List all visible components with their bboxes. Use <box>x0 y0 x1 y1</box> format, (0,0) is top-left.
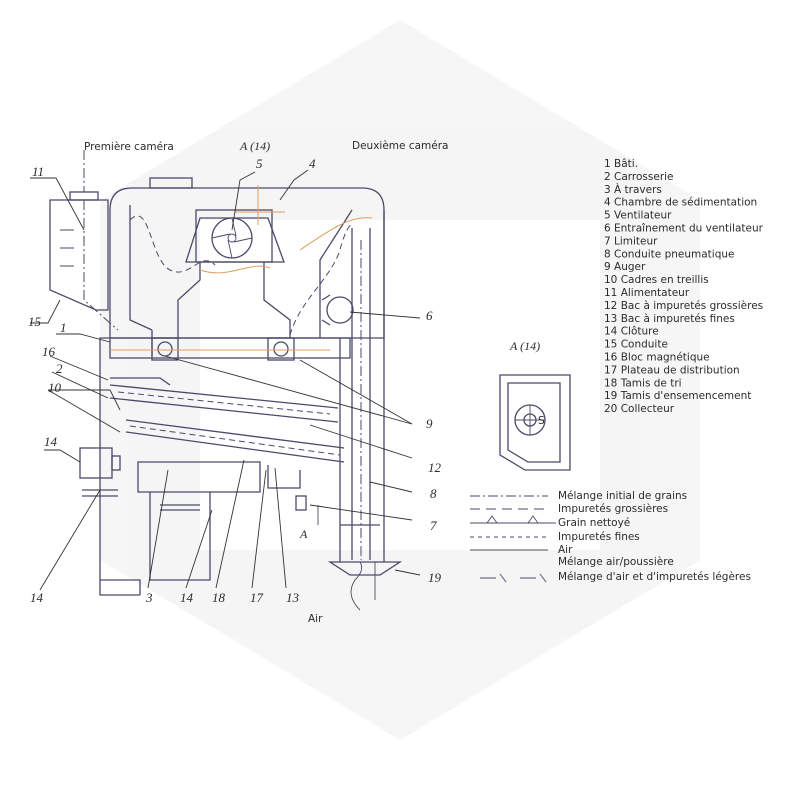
callout-20: 19 <box>428 570 442 585</box>
callout-9: 9 <box>426 416 433 431</box>
component-list-item: 18 Tamis de tri <box>604 377 682 389</box>
callout-6: 6 <box>426 308 433 323</box>
callout-13: 13 <box>286 590 300 605</box>
component-list-item: 8 Conduite pneumatique <box>604 248 735 260</box>
machine-frame <box>49 150 403 611</box>
leader-lines <box>30 169 421 591</box>
legend-swatch-triangle-marks <box>486 515 539 524</box>
component-list-item: 20 Collecteur <box>604 403 675 415</box>
component-list-item: 1 Bâti. <box>604 158 638 170</box>
legend-label: Mélange initial de grains <box>558 490 687 502</box>
component-list-item: 11 Alimentateur <box>604 287 690 299</box>
callout-4: 4 <box>309 156 316 171</box>
legend-label: Impuretés fines <box>558 531 640 543</box>
component-list-item: 15 Conduite <box>604 339 668 351</box>
callout-1: 1 <box>60 320 67 335</box>
component-list-item: 16 Bloc magnétique <box>604 352 710 364</box>
component-list-item: 14 Clôture <box>604 326 659 338</box>
component-list-item: 13 Bac à impuretés fines <box>604 313 735 325</box>
legend-label: Air <box>558 544 573 556</box>
callout-14-right: 14 <box>180 590 194 605</box>
component-list-item: 19 Tamis d'ensemencement <box>604 390 751 402</box>
callout-10: 10 <box>48 380 62 395</box>
component-list-item: 6 Entraînement du ventilateur <box>604 223 764 235</box>
second-chamber-caption: Deuxième caméra <box>352 140 448 152</box>
component-list-item: 5 Ventilateur <box>604 210 672 222</box>
callout-11: 11 <box>32 164 44 179</box>
callout-19: 18 <box>212 590 226 605</box>
svg-text:S: S <box>538 415 545 427</box>
detail-view-a: S <box>499 374 571 471</box>
legend-swatch-slashes <box>480 573 547 583</box>
callout-numbers: 11 5 4 6 15 1 16 2 10 14 9 12 8 7 19 14 … <box>28 156 442 605</box>
callout-12: 12 <box>428 460 442 475</box>
callout-7: 7 <box>430 518 437 533</box>
callout-18: 17 <box>250 590 264 605</box>
legend-label: Mélange d'air et d'impuretés légères <box>558 571 751 583</box>
background-watermark <box>100 20 700 740</box>
component-list-item: 9 Auger <box>604 261 646 273</box>
component-list-item: 10 Cadres en treillis <box>604 274 709 286</box>
legend-label: Mélange air/poussière <box>558 556 674 568</box>
arrow-a-caption: A <box>299 527 308 541</box>
callout-2: 2 <box>56 361 63 376</box>
callout-3: 3 <box>145 590 153 605</box>
callout-15: 14 <box>44 434 58 449</box>
component-list-item: 3 À travers <box>604 183 662 196</box>
view-a-top-caption: A (14) <box>239 139 270 153</box>
callout-16: 15 <box>28 314 42 329</box>
legend-label: Impuretés grossières <box>558 503 668 515</box>
callout-17: 16 <box>42 344 56 359</box>
view-a-detail-caption: A (14) <box>509 339 540 353</box>
component-list-item: 7 Limiteur <box>604 235 658 247</box>
component-list-item: 17 Plateau de distribution <box>604 364 740 376</box>
callout-5: 5 <box>256 156 263 171</box>
legend-label: Grain nettoyé <box>558 517 630 529</box>
component-list-item: 2 Carrosserie <box>604 171 674 183</box>
callout-14-left: 14 <box>30 590 44 605</box>
component-list-item: 12 Bac à impuretés grossières <box>604 300 763 312</box>
air-caption: Air <box>308 613 323 625</box>
component-list-item: 4 Chambre de sédimentation <box>604 197 757 209</box>
callout-8: 8 <box>430 486 437 501</box>
first-chamber-caption: Première caméra <box>84 141 174 153</box>
